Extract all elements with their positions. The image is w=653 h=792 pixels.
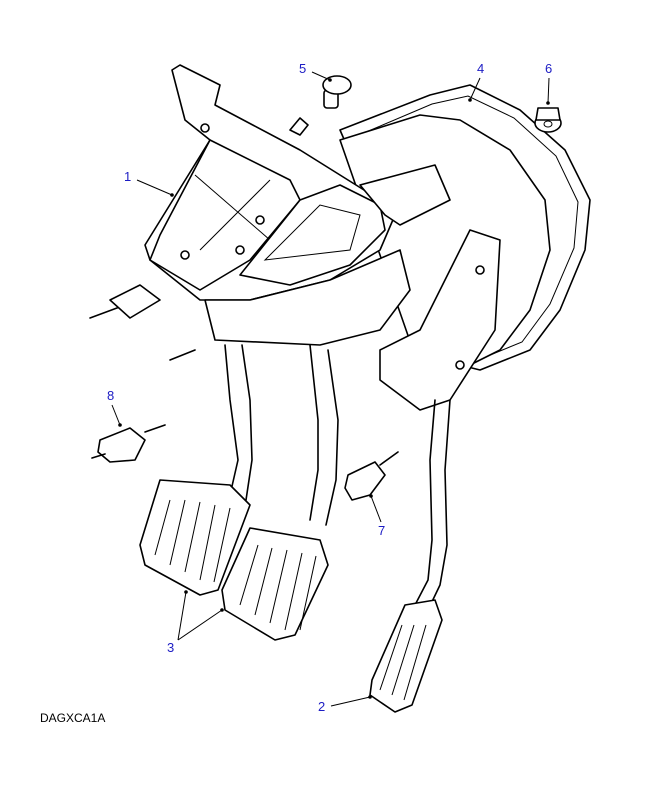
switch-8 [91, 424, 166, 463]
callout-8: 8 [107, 388, 115, 403]
brake-pedal [221, 344, 339, 641]
switch-7 [344, 451, 399, 501]
pedal-bracket [89, 64, 501, 411]
nut [534, 107, 562, 133]
bolt [322, 75, 352, 109]
callout-4: 4 [477, 61, 485, 76]
accelerator-pedal [369, 399, 451, 713]
callout-5: 5 [299, 61, 307, 76]
callout-2: 2 [318, 699, 326, 714]
callout-3: 3 [167, 640, 175, 655]
callout-7: 7 [378, 523, 386, 538]
clutch-pedal [139, 344, 253, 596]
callout-6: 6 [545, 61, 553, 76]
diagram-code: DAGXCA1A [40, 711, 106, 725]
callout-1: 1 [124, 169, 132, 184]
leader-lines [111, 71, 550, 707]
